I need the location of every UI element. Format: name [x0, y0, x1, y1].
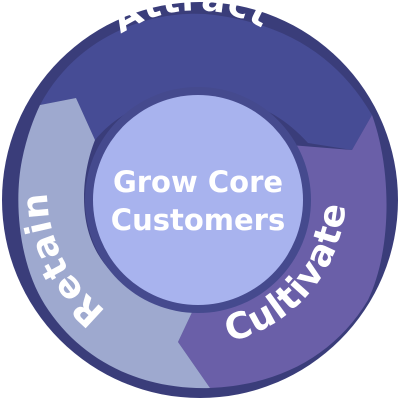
center-circle — [93, 95, 303, 305]
segment-cultivate — [178, 115, 387, 388]
center-title-line2: Customers — [111, 203, 285, 237]
center-title-line1: Grow Core — [113, 165, 283, 199]
segment-retain — [18, 98, 210, 389]
segment-attract — [40, 13, 372, 150]
